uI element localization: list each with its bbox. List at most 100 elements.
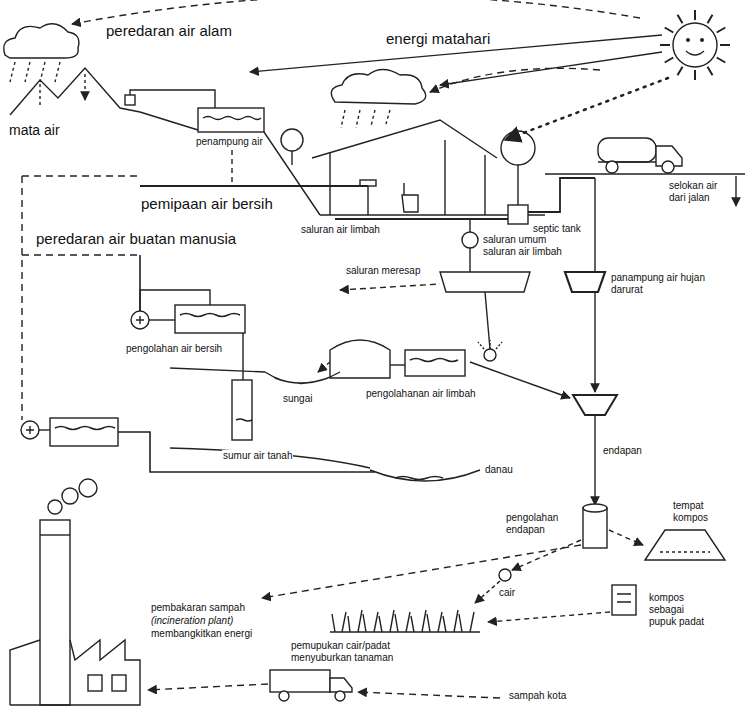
sun xyxy=(660,10,730,80)
clean-water-treatment xyxy=(265,372,340,384)
sewer-drain xyxy=(340,284,440,290)
label: membangkitkan energi xyxy=(150,628,253,640)
sludge-treatment xyxy=(645,530,725,560)
clean-water-treatment xyxy=(136,316,144,324)
clean-water-treatment xyxy=(175,305,245,333)
sun xyxy=(660,10,730,80)
incinerator-factory xyxy=(10,640,140,705)
incinerator-factory xyxy=(40,520,70,705)
label: pembakaran sampah xyxy=(150,602,246,614)
garbage-truck xyxy=(148,670,500,701)
label: pengolahanan air limbah xyxy=(365,388,477,400)
label: selokan air dari jalan xyxy=(668,180,730,204)
house xyxy=(330,140,485,215)
garbage-truck xyxy=(148,684,268,690)
house xyxy=(367,186,368,215)
wastewater-treatment xyxy=(470,362,570,398)
incinerator-factory xyxy=(48,500,62,514)
incinerator-factory xyxy=(40,534,70,535)
sludge-treatment xyxy=(488,612,610,622)
wastewater-treatment xyxy=(410,359,458,362)
clean-water-treatment xyxy=(149,319,175,320)
plants xyxy=(332,610,474,632)
wastewater-treatment xyxy=(318,340,617,505)
label: energi matahari xyxy=(385,30,491,48)
septic-road-truck xyxy=(735,176,736,206)
garbage-truck xyxy=(335,691,345,701)
septic-road-truck xyxy=(662,161,674,173)
trees xyxy=(291,151,292,165)
clean-water-treatment xyxy=(22,176,340,440)
lake-pump xyxy=(395,477,443,480)
wastewater-treatment xyxy=(594,415,595,505)
label: saluran umum saluran air limbah xyxy=(482,234,572,258)
energy-arrows xyxy=(430,68,600,92)
label: saluran meresap xyxy=(345,265,421,277)
septic-road-truck xyxy=(606,161,618,173)
sludge-treatment xyxy=(617,594,631,602)
sludge-treatment xyxy=(583,508,607,548)
garbage-truck xyxy=(330,678,352,692)
lake-pump xyxy=(118,432,375,472)
label: sampah kota xyxy=(508,690,567,702)
label: pengolahan air bersih xyxy=(125,343,223,355)
energy-arrows xyxy=(505,78,668,140)
label: pemipaan air bersih xyxy=(140,195,274,213)
sun xyxy=(673,23,717,67)
clean-water-treatment xyxy=(242,333,243,380)
wastewater-treatment xyxy=(405,350,465,376)
garbage-truck xyxy=(358,692,500,698)
lake-pump xyxy=(26,426,34,434)
lake-pump xyxy=(370,470,480,481)
trees xyxy=(501,131,535,165)
sludge-treatment xyxy=(475,581,500,603)
septic-road-truck xyxy=(545,173,745,174)
lake-pump xyxy=(50,418,118,446)
cloud-rain xyxy=(331,70,425,105)
house xyxy=(140,185,368,187)
lake-pump xyxy=(21,418,480,481)
sewer-drain xyxy=(469,219,470,232)
clean-water-treatment xyxy=(232,380,252,440)
label: tempat kompos xyxy=(672,500,719,524)
clean-water-treatment xyxy=(131,311,149,329)
trees xyxy=(281,129,535,215)
incinerator-factory xyxy=(10,479,140,705)
garbage-truck xyxy=(279,691,289,701)
lake-pump xyxy=(39,429,50,430)
sludge-treatment xyxy=(660,551,710,552)
energy-arrows xyxy=(72,0,640,24)
wastewater-treatment xyxy=(390,364,405,365)
label: mata air xyxy=(8,122,61,139)
lake-pump xyxy=(21,421,39,439)
house xyxy=(312,120,497,158)
septic-road-truck xyxy=(508,205,528,224)
label: kompos sebagai pupuk padat xyxy=(648,592,710,628)
clean-water-treatment xyxy=(170,368,265,372)
clean-water-treatment xyxy=(21,176,22,420)
water-tank xyxy=(198,108,264,132)
house xyxy=(335,218,508,220)
sun xyxy=(686,51,704,55)
sludge-treatment xyxy=(512,540,581,570)
water-tank xyxy=(231,150,232,182)
clean-water-treatment xyxy=(22,254,140,255)
sludge-treatment xyxy=(583,504,607,512)
house xyxy=(22,175,140,176)
septic-road-truck xyxy=(508,138,745,224)
label: saluran air limbah xyxy=(300,224,381,236)
cloud-rain xyxy=(10,62,60,82)
label: sungai xyxy=(282,393,313,405)
incinerator-factory xyxy=(79,479,97,497)
sun xyxy=(700,38,704,42)
cloud-rain xyxy=(4,24,79,58)
label: danau xyxy=(484,464,514,476)
septic-road-truck xyxy=(528,178,595,212)
label: pemupukan cair/padat menyuburkan tanaman xyxy=(290,640,412,664)
lake-pump xyxy=(170,448,370,468)
mountains-spring xyxy=(40,74,85,108)
garbage-truck xyxy=(270,670,330,692)
clean-water-treatment xyxy=(140,290,210,311)
sludge-treatment xyxy=(499,569,511,581)
